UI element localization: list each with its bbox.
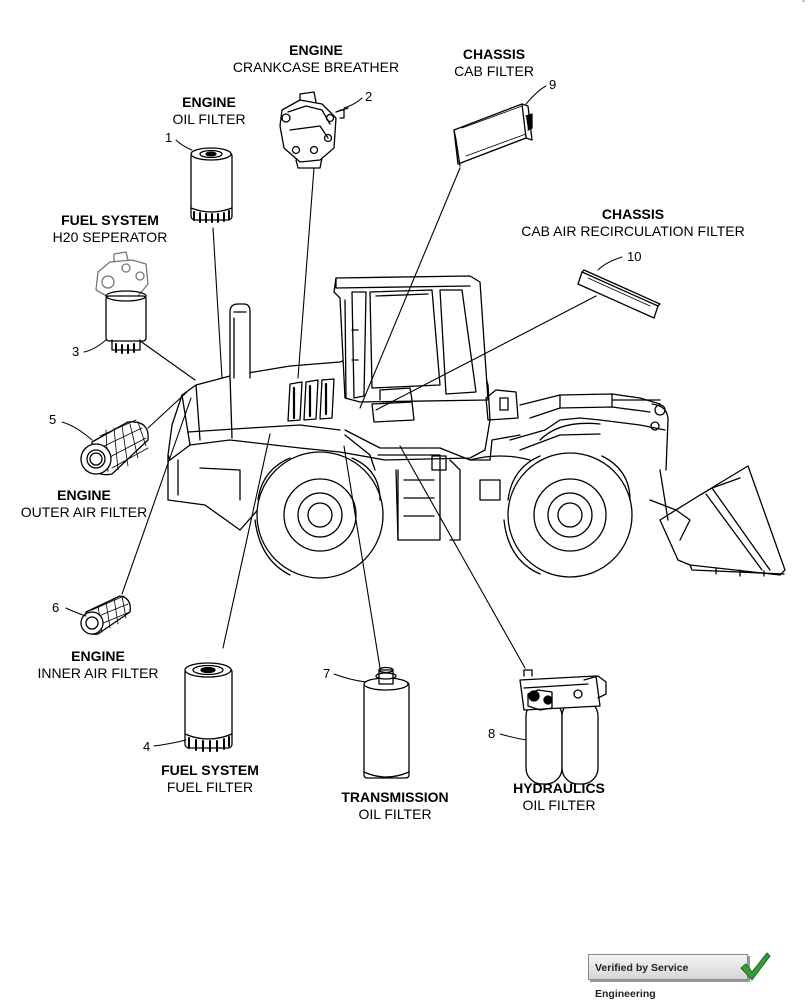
verified-badge: Verified by Service Engineering [588, 954, 748, 1000]
checkmark-icon [740, 952, 771, 981]
part-1-number: 1 [165, 130, 173, 145]
part-10-subtitle: CAB AIR RECIRCULATION FILTER [521, 223, 745, 239]
crankcase-breather-icon [279, 91, 349, 169]
transmission-oil-filter-icon [363, 666, 410, 779]
part-9-label: CHASSIS CAB FILTER [434, 46, 554, 80]
part-4-subtitle: FUEL FILTER [166, 779, 254, 795]
part-5-number: 5 [49, 412, 57, 427]
wheel-loader-illustration [167, 275, 786, 579]
fuel-filter-icon [184, 662, 233, 752]
part-6-title: ENGINE [71, 648, 125, 664]
part-5-title: ENGINE [57, 487, 111, 503]
cab-recirculation-filter-icon [577, 269, 661, 319]
part-8-label: HYDRAULICS OIL FILTER [494, 780, 624, 814]
water-separator-bowl-icon [105, 290, 147, 354]
part-10-title: CHASSIS [601, 206, 665, 222]
part-9-subtitle: CAB FILTER [454, 63, 534, 79]
part-5-subtitle: OUTER AIR FILTER [20, 504, 148, 520]
part-1-label: ENGINE OIL FILTER [154, 94, 264, 128]
part-10-number: 10 [627, 249, 642, 264]
inner-air-filter-icon [80, 595, 131, 635]
part-10-label: CHASSIS CAB AIR RECIRCULATION FILTER [508, 206, 758, 240]
part-3-number: 3 [72, 344, 80, 359]
part-3-subtitle: H20 SEPERATOR [52, 229, 168, 245]
outer-air-filter-icon [80, 419, 149, 476]
cab-filter-icon [453, 103, 533, 167]
part-8-title: HYDRAULICS [513, 780, 605, 796]
part-6-label: ENGINE INNER AIR FILTER [28, 648, 168, 682]
corner-mark: ` [802, 0, 806, 11]
part-5-label: ENGINE OUTER AIR FILTER [14, 487, 154, 521]
part-6-number: 6 [52, 600, 60, 615]
part-2-title: ENGINE [289, 42, 343, 58]
part-4-label: FUEL SYSTEM FUEL FILTER [150, 762, 270, 796]
number-callout-lines [61, 85, 623, 747]
part-2-label: ENGINE CRANKCASE BREATHER [226, 42, 406, 76]
part-1-title: ENGINE [182, 94, 236, 110]
part-9-number: 9 [549, 77, 557, 92]
part-7-number: 7 [323, 666, 331, 681]
part-6-subtitle: INNER AIR FILTER [37, 665, 159, 681]
part-1-subtitle: OIL FILTER [172, 111, 246, 127]
part-2-number: 2 [365, 89, 373, 104]
part-7-label: TRANSMISSION OIL FILTER [330, 789, 460, 823]
part-9-title: CHASSIS [462, 46, 526, 62]
part-4-title: FUEL SYSTEM [161, 762, 259, 778]
engine-oil-filter-icon [190, 147, 233, 223]
part-3-label: FUEL SYSTEM H20 SEPERATOR [40, 212, 180, 246]
water-separator-icon [95, 251, 149, 299]
part-7-subtitle: OIL FILTER [358, 806, 432, 822]
part-2-subtitle: CRANKCASE BREATHER [232, 59, 400, 75]
part-8-subtitle: OIL FILTER [522, 797, 596, 813]
hydraulic-oil-filter-icon [519, 669, 607, 785]
part-4-number: 4 [143, 739, 151, 754]
part-3-title: FUEL SYSTEM [61, 212, 159, 228]
leader-lines [121, 167, 597, 669]
part-8-number: 8 [488, 726, 496, 741]
part-7-title: TRANSMISSION [341, 789, 449, 805]
